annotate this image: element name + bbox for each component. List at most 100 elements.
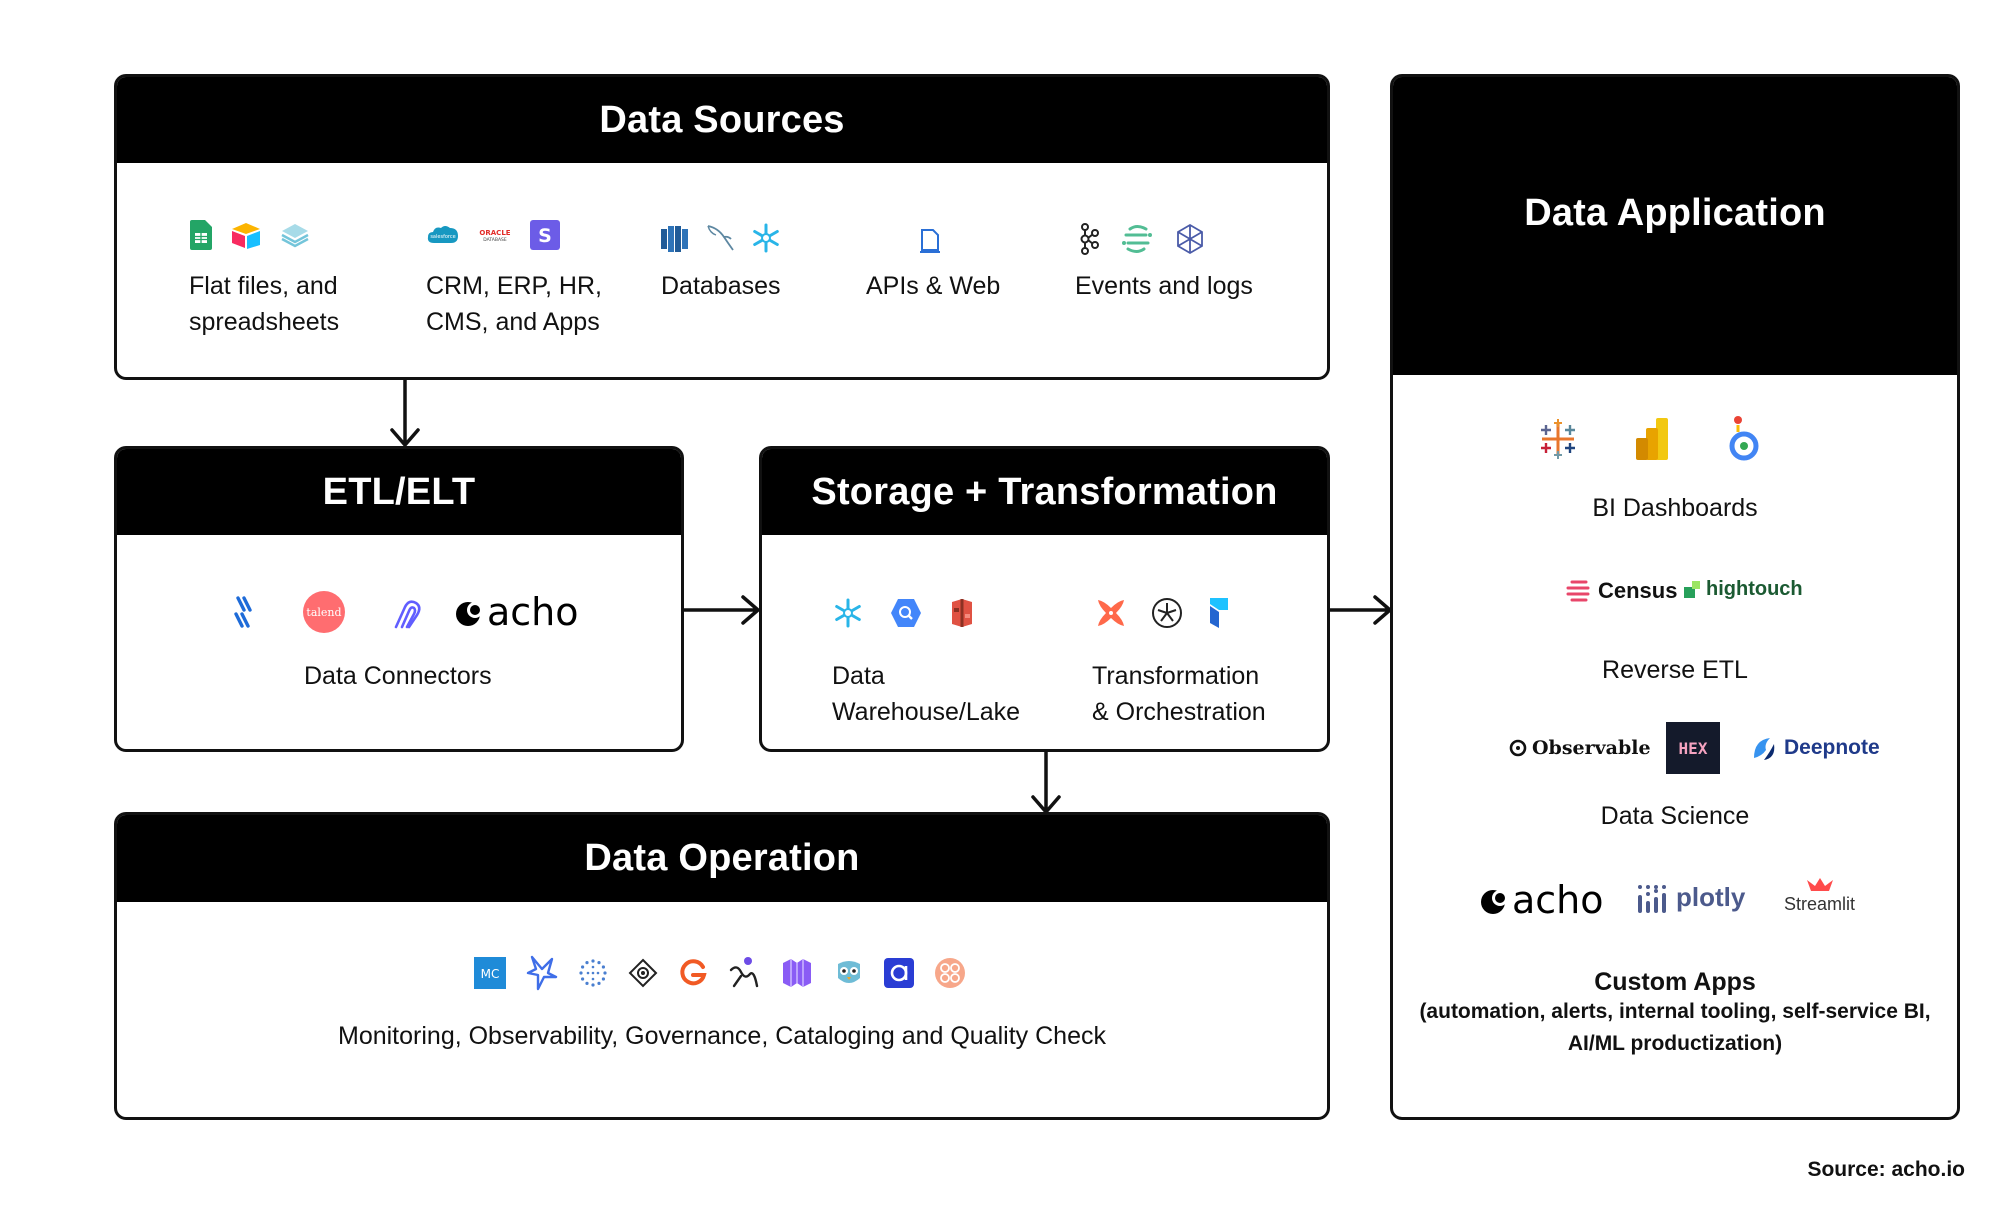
amazon-redshift-icon — [661, 226, 688, 252]
monte-carlo-icon: MC — [474, 957, 506, 989]
hex-logo: HEX — [1666, 722, 1720, 774]
hexagon-network-icon — [1177, 223, 1203, 255]
deepnote-mark-icon — [1754, 738, 1775, 760]
census-text: Census — [1598, 578, 1678, 603]
data-application-title: Data Application — [1393, 77, 1957, 375]
events-icons — [1078, 223, 1206, 255]
google-sheets-icon — [190, 220, 212, 250]
svg-text:ORACLE: ORACLE — [479, 229, 510, 237]
bi-label: BI Dashboards — [1592, 494, 1758, 522]
crm-erp-label: CRM, ERP, HR, CMS, and Apps — [426, 272, 602, 336]
acho-app-logo: acho — [1480, 878, 1604, 922]
storage-title: Storage + Transformation — [762, 449, 1327, 535]
acho-logo: acho — [455, 590, 579, 634]
acho-mark-icon — [456, 602, 483, 626]
fivetran-icon — [234, 596, 252, 628]
streamlit-crown-icon — [1806, 878, 1833, 891]
svg-text:DATABASE: DATABASE — [483, 237, 507, 242]
transform-icons — [1095, 597, 1231, 629]
databases-label: Databases — [661, 272, 781, 300]
salesforce-icon: salesforce — [427, 226, 458, 243]
segment-icon — [1122, 225, 1152, 253]
lineage-icon — [729, 957, 759, 988]
talend-icon: talend — [303, 591, 345, 633]
mesh-icon — [935, 958, 965, 988]
hightouch-mark-icon — [1684, 580, 1700, 598]
warehouse-icons — [832, 597, 976, 629]
arrow-storage-to-operation — [1031, 750, 1061, 814]
etl-box: ETL/ELT — [114, 446, 684, 752]
hightouch-text: hightouch — [1706, 578, 1803, 600]
census-logo: Census — [1566, 578, 1677, 604]
flat-files-label: Flat files, and spreadsheets — [189, 272, 340, 336]
prefect-icon — [1210, 598, 1228, 628]
data-operation-title: Data Operation — [117, 815, 1327, 902]
etl-label: Data Connectors — [304, 662, 492, 690]
plotly-mark-icon — [1638, 884, 1666, 913]
svg-text:S: S — [538, 225, 552, 247]
data-science-label: Data Science — [1600, 802, 1750, 830]
amazon-s3-icon — [952, 599, 972, 627]
databases-icons — [660, 222, 782, 254]
tableau-icon — [1541, 419, 1575, 459]
flat-files-icons — [190, 220, 310, 250]
g-ring-icon — [680, 959, 707, 986]
streamlit-logo: Streamlit — [1784, 876, 1855, 915]
bi-icons — [1536, 414, 1764, 464]
target-icon — [628, 958, 658, 988]
warehouse-label: Data Warehouse/Lake — [832, 662, 1021, 726]
deepnote-logo: Deepnote — [1750, 734, 1880, 762]
etl-icons: talend — [232, 590, 424, 634]
transform-label: Transformation & Orchestration — [1092, 662, 1266, 726]
dbt-icon — [1098, 600, 1124, 626]
layers-stack-icon — [281, 224, 309, 248]
amundsen-icon — [884, 958, 914, 988]
hex-text: HEX — [1678, 738, 1708, 758]
acho-app-logo-text: acho — [1512, 878, 1604, 922]
observable-mark-icon — [1509, 739, 1527, 757]
api-document-icon — [920, 229, 940, 253]
arrow-sources-to-etl — [390, 378, 420, 447]
snowflake-icon — [753, 223, 779, 253]
streamlit-text: Streamlit — [1784, 894, 1856, 914]
airbyte-icon — [394, 600, 421, 629]
deepnote-text: Deepnote — [1784, 736, 1880, 759]
airflow-icon — [1152, 598, 1182, 628]
mysql-dolphin-icon — [707, 225, 734, 251]
custom-apps-title: Custom Apps — [1594, 968, 1756, 996]
data-sources-box: Data Sources — [114, 74, 1330, 380]
census-mark-icon — [1566, 580, 1590, 602]
operation-icons: MC — [474, 955, 966, 991]
acho-logo-text: acho — [487, 590, 579, 634]
source-note: Source: acho.io — [1807, 1158, 1965, 1181]
arrow-storage-to-application — [1326, 595, 1392, 625]
reverse-etl-label: Reverse ETL — [1602, 656, 1748, 684]
custom-apps-detail: (automation, alerts, internal tooling, s… — [1419, 1000, 1931, 1055]
kafka-icon — [1080, 223, 1099, 255]
events-label: Events and logs — [1075, 272, 1253, 300]
apis-label: APIs & Web — [866, 272, 1001, 300]
datafold-icon — [526, 955, 558, 991]
hightouch-logo: hightouch — [1684, 578, 1803, 601]
plotly-text: plotly — [1676, 882, 1746, 912]
operation-label: Monitoring, Observability, Governance, C… — [338, 1022, 1106, 1050]
svg-text:MC: MC — [481, 967, 500, 981]
svg-text:salesforce: salesforce — [430, 234, 455, 240]
owl-icon — [838, 961, 860, 983]
plotly-logo: plotly — [1636, 882, 1745, 913]
airtable-icon — [232, 223, 260, 249]
apis-icons — [919, 228, 941, 254]
snowflake-icon — [835, 598, 861, 628]
arrow-etl-to-storage — [678, 595, 760, 625]
observable-logo: Observable — [1509, 737, 1651, 759]
observable-text: Observable — [1532, 737, 1651, 759]
data-sources-title: Data Sources — [117, 77, 1327, 163]
power-bi-icon — [1636, 418, 1668, 460]
data-operation-box: Data Operation — [114, 812, 1330, 1120]
etl-title: ETL/ELT — [117, 449, 681, 535]
dotted-circle-icon — [579, 959, 607, 987]
storage-box: Storage + Transformation — [759, 446, 1330, 752]
bigquery-icon — [891, 599, 921, 627]
